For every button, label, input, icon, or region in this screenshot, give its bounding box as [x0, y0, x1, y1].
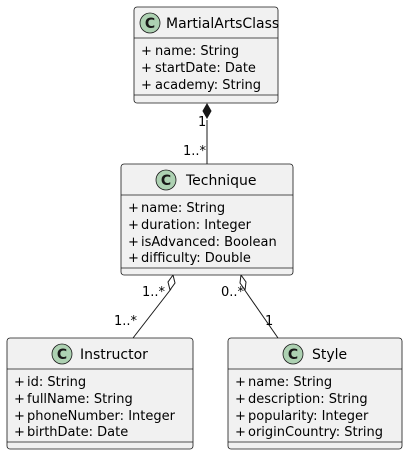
- svg-text:+: +: [14, 392, 25, 407]
- composition-diamond-icon: [202, 102, 212, 120]
- class-icon: [155, 169, 177, 191]
- attribute: + birthDate: Date: [14, 425, 128, 440]
- class-name: Instructor: [80, 347, 148, 363]
- class-style[interactable]: C Style + name: String + description: St…: [227, 337, 403, 450]
- svg-text:+: +: [141, 61, 152, 76]
- attribute: + popularity: Integer: [235, 409, 369, 424]
- svg-text:name: String: name: String: [141, 201, 225, 216]
- svg-text:description: String: description: String: [248, 392, 368, 407]
- attribute: + description: String: [235, 392, 368, 407]
- svg-text:birthDate: Date: birthDate: Date: [27, 425, 128, 440]
- attribute: + duration: Integer: [128, 218, 252, 233]
- attribute: + name: String: [141, 44, 239, 59]
- multiplicity-instructor-side: 1..*: [114, 314, 138, 329]
- svg-text:+: +: [141, 44, 152, 59]
- class-technique[interactable]: C Technique + name: String + duration: I…: [120, 163, 294, 276]
- attribute: + academy: String: [141, 78, 261, 93]
- class-icon: [139, 12, 161, 34]
- class-icon-letter: C: [57, 347, 67, 363]
- svg-text:popularity: Integer: popularity: Integer: [248, 409, 369, 424]
- relation-class-technique: 1 1..*: [183, 102, 212, 165]
- svg-text:+: +: [128, 251, 139, 266]
- svg-text:isAdvanced: Boolean: isAdvanced: Boolean: [141, 235, 277, 250]
- class-name: Style: [312, 347, 347, 363]
- svg-text:originCountry: String: originCountry: String: [248, 425, 383, 440]
- svg-text:name: String: name: String: [248, 375, 332, 390]
- svg-text:+: +: [235, 375, 246, 390]
- attribute: + isAdvanced: Boolean: [128, 235, 277, 250]
- svg-text:+: +: [128, 218, 139, 233]
- class-icon-letter: C: [161, 173, 171, 189]
- svg-text:startDate: Date: startDate: Date: [155, 61, 256, 76]
- class-name: Technique: [185, 173, 257, 189]
- svg-text:academy: String: academy: String: [155, 78, 261, 93]
- svg-text:+: +: [235, 392, 246, 407]
- svg-text:+: +: [14, 375, 25, 390]
- attribute: + phoneNumber: Integer: [14, 409, 176, 424]
- svg-text:+: +: [128, 235, 139, 250]
- attribute: + difficulty: Double: [128, 251, 251, 266]
- multiplicity-technique-side: 1..*: [183, 144, 207, 159]
- svg-text:id: String: id: String: [27, 375, 86, 390]
- multiplicity-technique-side: 0..*: [221, 285, 245, 300]
- svg-text:difficulty: Double: difficulty: Double: [141, 251, 251, 266]
- class-icon-letter: C: [145, 16, 155, 32]
- class-icon-letter: C: [288, 347, 298, 363]
- svg-text:+: +: [128, 201, 139, 216]
- relation-technique-style: 0..* 1: [221, 273, 279, 339]
- svg-text:duration: Integer: duration: Integer: [141, 218, 252, 233]
- attribute: + name: String: [235, 375, 332, 390]
- class-instructor[interactable]: C Instructor + id: String + fullName: St…: [6, 337, 194, 450]
- multiplicity-style-side: 1: [265, 314, 273, 329]
- class-martialartsclass[interactable]: C MartialArtsClass + name: String + star…: [133, 6, 279, 104]
- relation-technique-instructor: 1..* 1..*: [114, 273, 176, 339]
- attribute: + name: String: [128, 201, 225, 216]
- svg-text:+: +: [235, 425, 246, 440]
- class-name: MartialArtsClass: [166, 16, 279, 32]
- svg-text:+: +: [141, 78, 152, 93]
- multiplicity-technique-side: 1..*: [142, 285, 166, 300]
- class-icon: [51, 343, 73, 365]
- class-icon: [282, 343, 304, 365]
- attribute: + fullName: String: [14, 392, 133, 407]
- attribute: + originCountry: String: [235, 425, 383, 440]
- aggregation-diamond-icon: [239, 273, 247, 292]
- svg-text:+: +: [235, 409, 246, 424]
- attribute: + id: String: [14, 375, 86, 390]
- svg-text:name: String: name: String: [155, 44, 239, 59]
- aggregation-diamond-icon: [167, 273, 176, 292]
- svg-text:fullName: String: fullName: String: [27, 392, 133, 407]
- multiplicity-class-side: 1: [198, 115, 206, 130]
- svg-text:+: +: [14, 425, 25, 440]
- svg-text:+: +: [14, 409, 25, 424]
- attribute: + startDate: Date: [141, 61, 256, 76]
- svg-text:phoneNumber: Integer: phoneNumber: Integer: [27, 409, 176, 424]
